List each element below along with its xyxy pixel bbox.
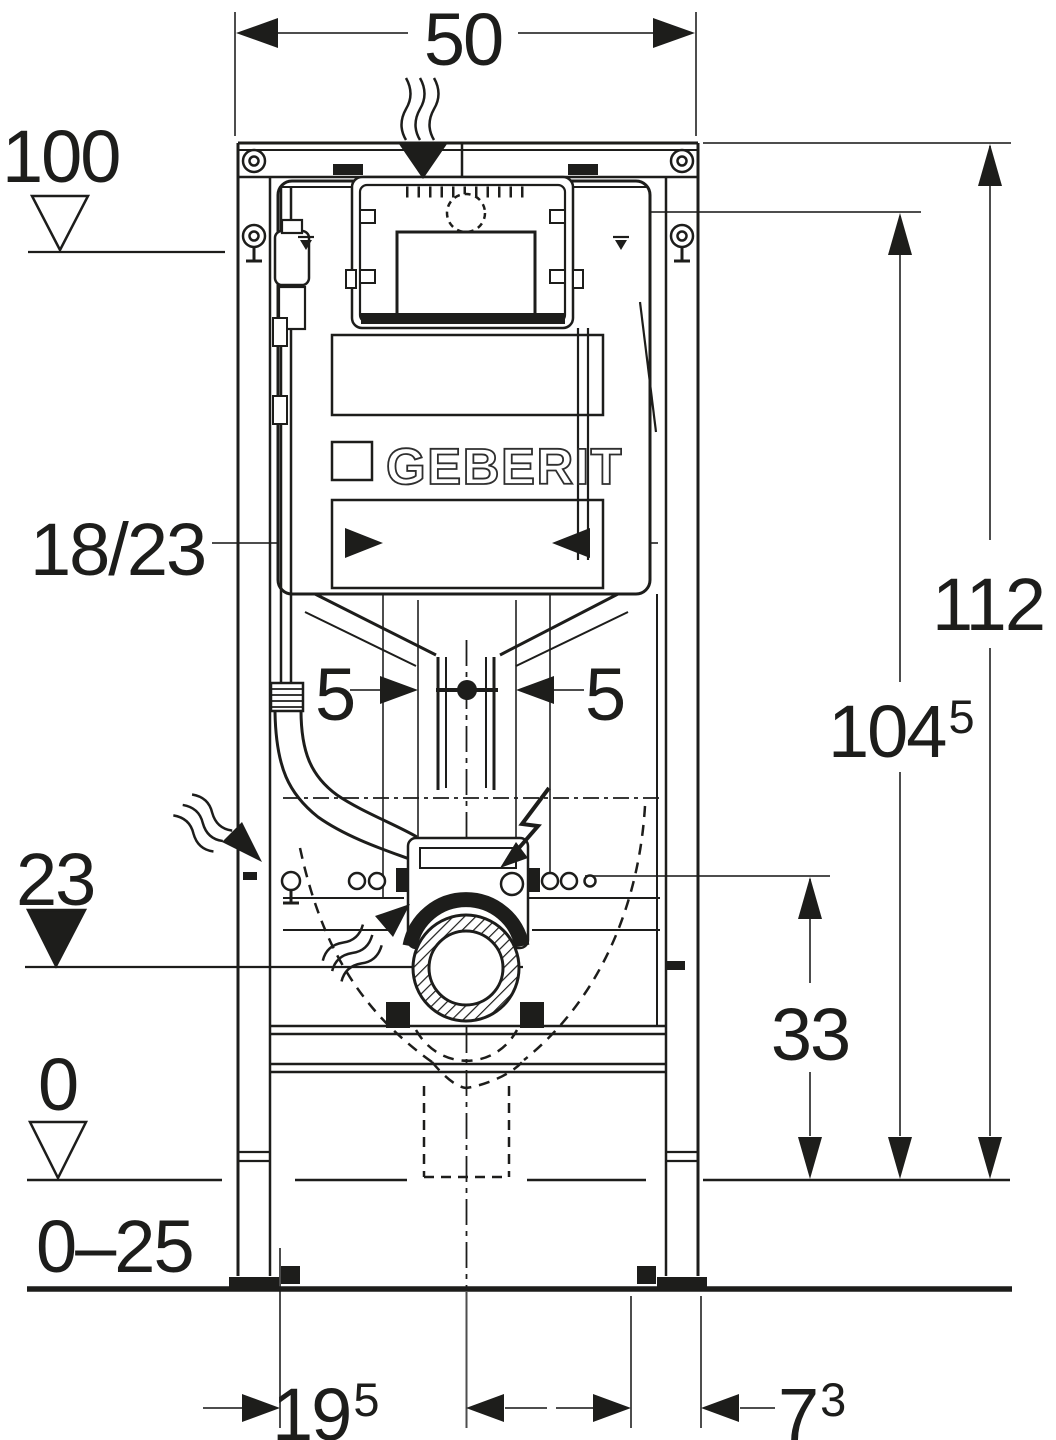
dim-label-drain-depth: 195 — [272, 1373, 380, 1440]
dim-label-floor-buildup: 0–25 — [36, 1205, 195, 1288]
level-label-100: 100 — [2, 115, 121, 198]
logo-square — [330, 440, 374, 482]
flush-flow-symbol — [321, 904, 410, 982]
upper-panel — [330, 333, 605, 417]
drain-saddle — [402, 892, 530, 948]
dim-label-offset-right: 5 — [585, 653, 626, 736]
drain-connector — [280, 797, 660, 1028]
flush-bend — [269, 681, 418, 862]
lower-panel — [330, 498, 605, 590]
rail-tick-right — [667, 961, 685, 970]
level-marker-100 — [29, 194, 91, 253]
dim-label-supply-zone: 18/23 — [30, 508, 207, 591]
dim-label-frame-width: 50 — [423, 0, 504, 81]
lightning-bolt-icon — [500, 786, 551, 868]
rail-tick-left — [243, 872, 257, 880]
fixing-bolts — [280, 870, 597, 905]
dim-label-offset-left: 5 — [315, 653, 356, 736]
dimension-arrows — [236, 18, 1002, 1422]
dim-label-drain-support-height: 33 — [770, 993, 851, 1076]
dim-label-total-height: 112 — [932, 563, 1046, 646]
level-marker-23 — [25, 908, 88, 969]
level-markers — [25, 194, 91, 1181]
flush-plate-window — [395, 230, 537, 320]
brand-logo: GEBERIT — [386, 438, 623, 495]
side-flow-symbol — [173, 793, 262, 862]
frame-feet — [229, 872, 707, 1288]
dim-label-front-edge: 73 — [778, 1373, 847, 1440]
fixing-holes — [241, 148, 695, 263]
level-label-drain: 23 — [16, 838, 96, 921]
supply-connection-dashed — [445, 192, 487, 234]
fill-valve — [273, 229, 311, 287]
level-label-zero: 0 — [38, 1043, 79, 1126]
shaft-clips — [345, 209, 584, 289]
level-marker-0 — [27, 1120, 89, 1181]
hanger-tab-left — [333, 164, 363, 175]
mounting-frame — [229, 141, 707, 1288]
water-level-marks — [298, 235, 629, 250]
water-inlet-symbol — [399, 77, 464, 179]
hanger-tab-right — [568, 164, 598, 175]
dim-label-supply-height: 1045 — [828, 690, 975, 773]
concealed-cistern — [272, 175, 658, 1026]
wc-pan-outline — [298, 805, 647, 1179]
flow-symbols — [173, 77, 551, 982]
